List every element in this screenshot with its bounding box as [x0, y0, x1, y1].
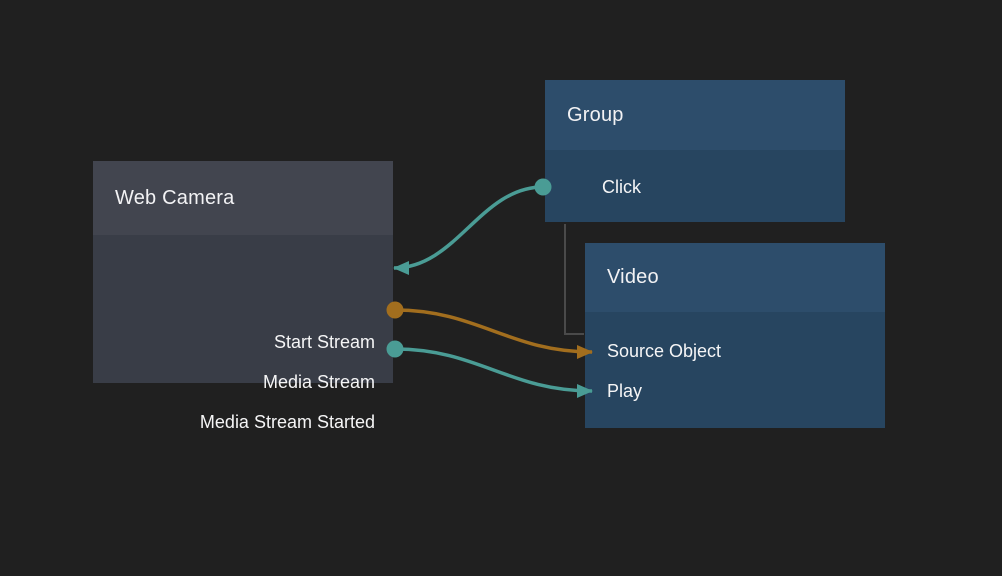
port-label: Media Stream Started [199, 411, 375, 432]
port-label: Play [607, 380, 643, 401]
node-video-body: Source Object Play [585, 312, 885, 428]
node-group-header[interactable]: Group [545, 80, 845, 150]
port-label: Start Stream [273, 331, 375, 352]
node-title: Group [567, 103, 624, 126]
node-group[interactable]: Group Click [545, 80, 845, 222]
node-video-header[interactable]: Video [585, 243, 885, 312]
node-web-camera-header[interactable]: Web Camera [93, 161, 393, 235]
node-title: Video [607, 266, 659, 288]
port-label: Click [602, 176, 641, 197]
node-group-body: Click [545, 150, 845, 222]
port-label: Media Stream [262, 371, 375, 392]
node-web-camera[interactable]: Web Camera Start Stream Media Stream Med… [93, 161, 393, 432]
port-label: Source Object [607, 340, 722, 361]
node-web-camera-body: Start Stream Media Stream Media Stream S… [93, 235, 393, 432]
node-video[interactable]: Video Source Object Play [585, 243, 885, 428]
wire-web-camera-media-stream-to-video-source-object[interactable] [394, 308, 593, 359]
wire-group-click-to-web-camera-start-stream[interactable] [393, 185, 544, 275]
group-to-video-child-link [564, 224, 584, 335]
node-title: Web Camera [115, 186, 235, 209]
wire-web-camera-media-stream-started-to-video-play[interactable] [394, 347, 593, 398]
